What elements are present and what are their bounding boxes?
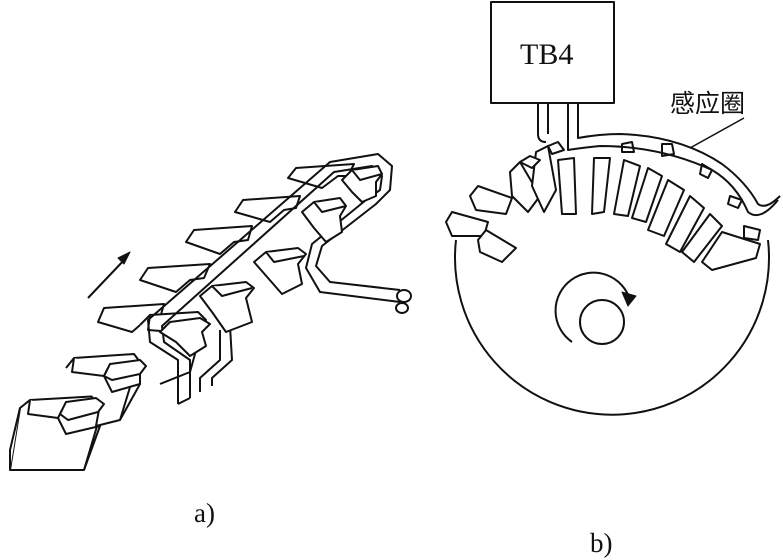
- caption-a: a): [194, 498, 215, 528]
- coil-label: 感应圈: [670, 90, 745, 118]
- gear-bore: [579, 299, 625, 345]
- travel-direction-arrow: [87, 251, 131, 299]
- coil-leader-line: [689, 117, 745, 149]
- inductor-lead-ends: [395, 289, 412, 314]
- tooth-row-inside-loop: [159, 165, 383, 357]
- power-supply-box: [490, 1, 615, 104]
- induction-coil: [537, 104, 781, 216]
- tooth-caps: [519, 141, 761, 241]
- diagram-b-gear-wheel: TB4: [445, 1, 781, 558]
- power-supply-label: TB4: [520, 38, 573, 71]
- diagram-a-teeth-row: a): [9, 153, 412, 528]
- rotation-arrow: [554, 271, 637, 343]
- caption-b: b): [590, 528, 613, 558]
- inductor-loop: [147, 153, 401, 405]
